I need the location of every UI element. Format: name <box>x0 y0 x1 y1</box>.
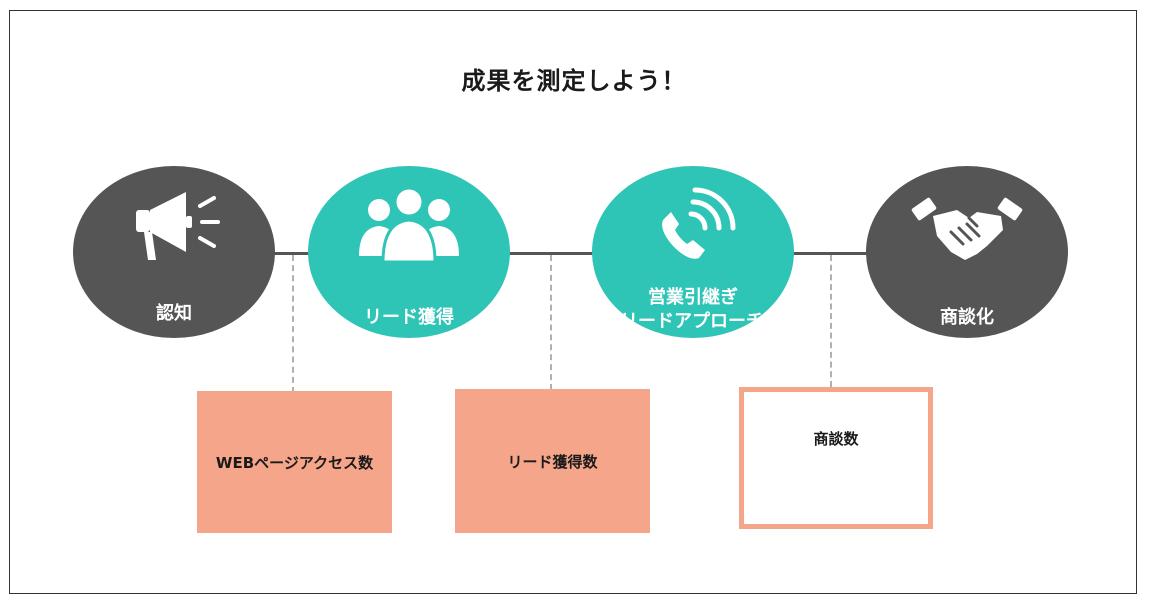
stage-lead-acquisition: リード獲得 <box>308 166 510 338</box>
stage-awareness-label: 認知 <box>156 303 192 324</box>
metric-lead-count: リード獲得数 <box>455 389 650 533</box>
megaphone-icon <box>136 192 220 260</box>
handshake-icon <box>911 197 1023 260</box>
stage-sales-handoff-label-line1: 営業引継ぎ <box>648 287 738 308</box>
stage-negotiation: 商談化 <box>866 166 1068 338</box>
connector-1 <box>292 255 294 393</box>
metric-web-page-access-label: WEBページアクセス数 <box>215 453 374 472</box>
phone-ringing-icon <box>662 187 736 259</box>
diagram-frame: 成果を測定しよう！ 認知 リード獲得 <box>9 10 1137 594</box>
stage-sales-handoff-label-line2: リードアプローチ <box>620 311 764 332</box>
people-group-icon <box>359 186 459 264</box>
connector-2 <box>550 255 552 390</box>
metric-lead-count-label: リード獲得数 <box>507 452 598 471</box>
stage-negotiation-label: 商談化 <box>940 307 994 328</box>
stage-lead-acquisition-label: リード獲得 <box>364 307 454 328</box>
timeline-line <box>170 252 1010 255</box>
page-title: 成果を測定しよう！ <box>461 67 687 95</box>
metric-negotiation-count: 商談数 <box>739 387 933 529</box>
connector-3 <box>830 255 832 387</box>
metric-negotiation-count-label: 商談数 <box>813 429 859 448</box>
metric-web-page-access: WEBページアクセス数 <box>197 391 392 533</box>
stage-sales-handoff: 営業引継ぎ リードアプローチ <box>592 166 794 338</box>
stage-awareness: 認知 <box>73 166 275 338</box>
